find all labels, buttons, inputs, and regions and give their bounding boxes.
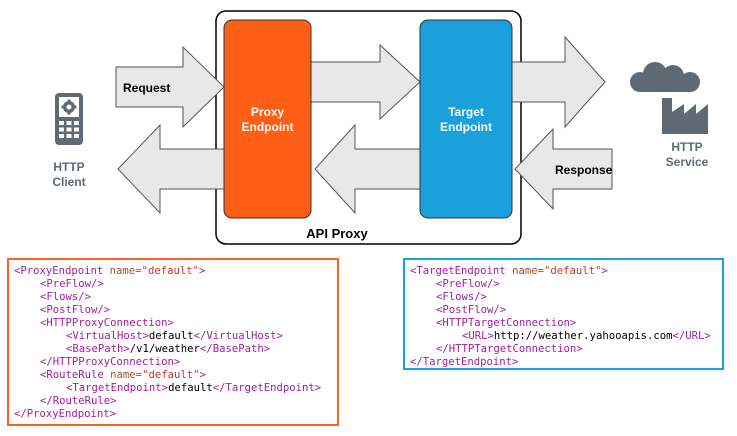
code-token: <PostFlow/>: [436, 304, 507, 316]
code-token: <VirtualHost>: [66, 330, 149, 342]
http-client-label-line2: Client: [52, 175, 85, 189]
code-token: http://weather.yahooapis.com: [493, 330, 673, 342]
http-client-label-line1: HTTP: [53, 160, 84, 174]
code-line: <URL>http://weather.yahooapis.com</URL>: [410, 330, 722, 343]
code-token: "default": [543, 265, 602, 277]
code-token: <URL>: [462, 330, 494, 342]
code-token: <RouteRule: [40, 369, 111, 381]
code-line: <Flows/>: [410, 291, 722, 304]
code-line: <RouteRule name="default">: [14, 369, 337, 382]
code-token: <HTTPProxyConnection>: [40, 317, 174, 329]
code-line: </HTTPTargetConnection>: [410, 343, 722, 356]
target-endpoint-label-line1: Target: [448, 105, 484, 119]
target-endpoint-label-line2: Endpoint: [440, 120, 492, 134]
code-token: name=: [110, 369, 143, 381]
code-line: <TargetEndpoint>default</TargetEndpoint>: [14, 382, 337, 395]
code-line: <PostFlow/>: [410, 304, 722, 317]
code-token: "default": [142, 369, 200, 381]
target-to-proxy-arrow: [314, 123, 421, 215]
code-token: </TargetEndpoint>: [410, 356, 519, 368]
code-line: </HTTPProxyConnection>: [14, 356, 337, 369]
code-token: /v1/weather: [129, 343, 200, 355]
proxy-endpoint-label-line1: Proxy: [251, 105, 285, 119]
code-token: <PostFlow/>: [40, 304, 111, 316]
code-line: <PreFlow/>: [410, 278, 722, 291]
code-token: name=: [109, 265, 142, 277]
code-line: </TargetEndpoint>: [410, 356, 722, 369]
code-line: <VirtualHost>default</VirtualHost>: [14, 330, 337, 343]
code-token: <PreFlow/>: [436, 278, 500, 290]
code-token: >: [198, 265, 206, 277]
target-endpoint-box: [419, 19, 513, 219]
response-label: Response: [555, 163, 613, 177]
cloud-factory-icon: [630, 62, 708, 134]
code-token: <BasePath>: [66, 343, 130, 355]
code-line: <HTTPTargetConnection>: [410, 317, 722, 330]
code-line: </ProxyEndpoint>: [14, 408, 337, 421]
code-line: <PostFlow/>: [14, 304, 337, 317]
code-line: <PreFlow/>: [14, 278, 337, 291]
code-line: <TargetEndpoint name="default">: [410, 265, 722, 278]
code-token: </ProxyEndpoint>: [14, 408, 117, 420]
code-token: >: [601, 265, 608, 277]
code-token: <Flows/>: [40, 291, 92, 303]
code-token: </VirtualHost>: [193, 330, 283, 342]
request-arrow: [115, 45, 225, 129]
proxy-to-client-arrow: [117, 123, 225, 215]
code-token: default: [148, 330, 194, 342]
code-token: </RouteRule>: [40, 395, 117, 407]
code-token: </HTTPProxyConnection>: [40, 356, 181, 368]
http-service-label-line2: Service: [666, 155, 709, 169]
code-token: </BasePath>: [199, 343, 271, 355]
code-line: <HTTPProxyConnection>: [14, 317, 337, 330]
code-token: <ProxyEndpoint: [14, 265, 110, 277]
code-token: "default": [141, 265, 199, 277]
code-line: <BasePath>/v1/weather</BasePath>: [14, 343, 337, 356]
code-line: <ProxyEndpoint name="default">: [14, 265, 337, 278]
code-token: </URL>: [672, 330, 711, 342]
code-line: <Flows/>: [14, 291, 337, 304]
code-token: <Flows/>: [436, 291, 488, 303]
code-token: <TargetEndpoint: [410, 265, 513, 277]
proxy-endpoint-box: [223, 19, 312, 219]
response-arrow: [514, 127, 613, 211]
code-token: <TargetEndpoint>: [66, 382, 169, 394]
code-token: name=: [512, 265, 544, 277]
http-service-label-line1: HTTP: [671, 140, 702, 154]
mobile-phone-icon: [55, 93, 83, 145]
api-proxy-label: API Proxy: [306, 226, 368, 241]
code-line: </RouteRule>: [14, 395, 337, 408]
code-token: >: [199, 369, 206, 381]
proxy-to-target-arrow: [309, 43, 421, 121]
code-token: <PreFlow/>: [40, 278, 104, 290]
proxy-endpoint-xml: <ProxyEndpoint name="default"><PreFlow/>…: [7, 258, 339, 426]
target-to-service-arrow: [511, 35, 606, 129]
code-token: </TargetEndpoint>: [212, 382, 322, 394]
proxy-endpoint-label-line2: Endpoint: [242, 120, 294, 134]
code-token: </HTTPTargetConnection>: [436, 343, 583, 355]
request-label: Request: [123, 81, 170, 95]
code-token: default: [168, 382, 213, 394]
target-endpoint-xml: <TargetEndpoint name="default"><PreFlow/…: [403, 258, 724, 370]
code-token: <HTTPTargetConnection>: [436, 317, 577, 329]
